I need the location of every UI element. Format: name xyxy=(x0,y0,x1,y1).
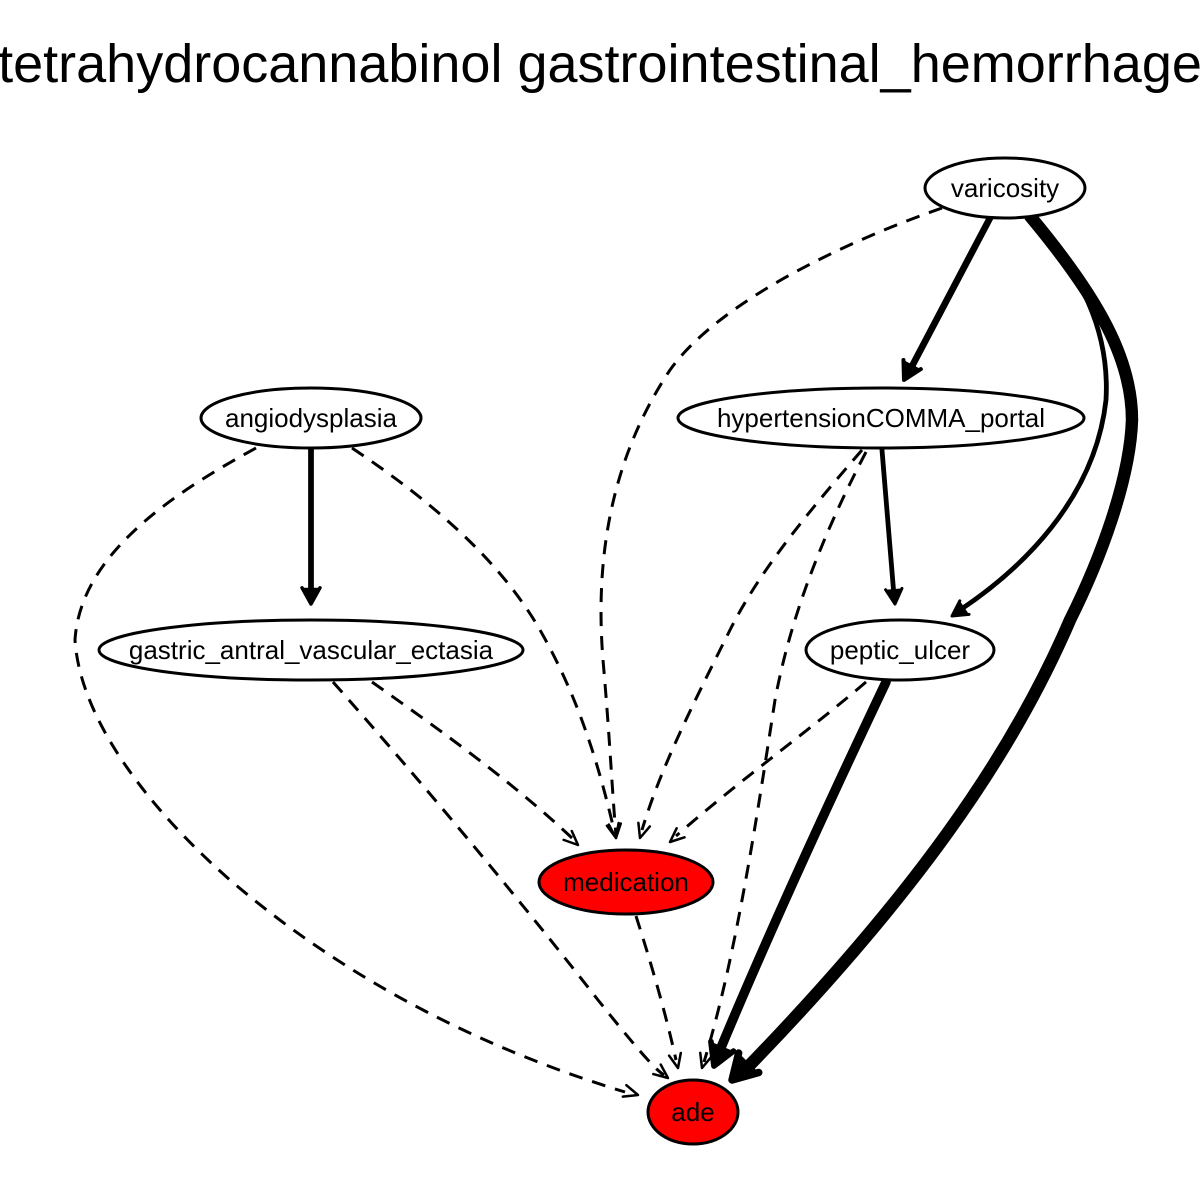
arrowhead-icon xyxy=(605,821,620,840)
node-label: angiodysplasia xyxy=(225,403,398,433)
node-label: hypertensionCOMMA_portal xyxy=(717,403,1045,433)
arrowhead-icon xyxy=(884,586,904,606)
edge-line xyxy=(634,915,678,1061)
nodes-layer: varicosity angiodysplasia hypertensionCOMM… xyxy=(97,156,1087,1146)
node-ellipse xyxy=(199,386,423,450)
arrowhead-icon xyxy=(621,1083,640,1098)
node-ellipse xyxy=(923,156,1087,220)
edge-line xyxy=(351,446,616,831)
node-ellipse xyxy=(804,618,996,682)
edge-angiodysplasia-to-ade xyxy=(73,446,640,1098)
node-varicosity: varicosity xyxy=(923,156,1087,220)
edge-line xyxy=(738,209,1139,1077)
edge-hypertension_portal-to-medication xyxy=(637,449,864,840)
edge-hypertension_portal-to-ade xyxy=(699,451,868,1070)
node-angiodysplasia: angiodysplasia xyxy=(199,386,423,450)
edge-angiodysplasia-to-medication xyxy=(351,446,620,840)
edge-varicosity-to-hypertension_portal xyxy=(901,214,994,383)
arrowhead-icon xyxy=(652,1063,670,1080)
arrowhead-icon xyxy=(950,599,971,618)
arrowhead-icon xyxy=(708,1038,737,1069)
diagram-title: tetrahydrocannabinol gastrointestinal_he… xyxy=(0,34,1200,94)
node-label: varicosity xyxy=(951,173,1059,203)
node-ellipse xyxy=(646,1078,740,1146)
edge-line xyxy=(640,449,864,831)
node-ellipse xyxy=(97,618,525,682)
node-label: gastric_antral_vascular_ectasia xyxy=(129,635,494,665)
edge-medication-to-ade xyxy=(634,915,683,1070)
node-label: peptic_ulcer xyxy=(830,635,971,665)
edge-line xyxy=(879,447,897,599)
edge-angiodysplasia-to-gave xyxy=(300,447,322,606)
edge-peptic_ulcer-to-ade xyxy=(708,677,891,1069)
arrowhead-icon xyxy=(637,821,652,840)
arrowhead-icon xyxy=(668,827,686,844)
edge-varicosity-to-ade xyxy=(728,209,1139,1084)
node-label: medication xyxy=(563,867,689,897)
node-hypertension_portal: hypertensionCOMMA_portal xyxy=(676,386,1086,450)
edge-line xyxy=(906,214,994,374)
node-ade: ade xyxy=(646,1078,740,1146)
edge-gave-to-medication xyxy=(371,680,580,847)
node-gave: gastric_antral_vascular_ectasia xyxy=(97,618,525,682)
edge-line xyxy=(73,446,626,1094)
arrowhead-icon xyxy=(667,1051,683,1070)
edge-line xyxy=(599,206,943,836)
edge-gave-to-ade xyxy=(331,681,670,1080)
node-medication: medication xyxy=(537,848,715,916)
edge-varicosity-to-medication xyxy=(599,206,943,840)
node-ellipse xyxy=(676,386,1086,450)
edge-hypertension_portal-to-peptic_ulcer xyxy=(879,447,904,606)
edge-peptic_ulcer-to-medication xyxy=(668,680,867,844)
edge-line xyxy=(715,677,891,1055)
edge-line xyxy=(371,680,574,840)
arrowhead-icon xyxy=(901,357,923,383)
arrowhead-icon xyxy=(300,586,322,606)
arrowhead-icon xyxy=(562,829,580,847)
node-peptic_ulcer: peptic_ulcer xyxy=(804,618,996,682)
arrowhead-icon xyxy=(728,1049,763,1084)
node-ellipse xyxy=(537,848,715,916)
edges-layer xyxy=(73,206,1139,1098)
arrowhead-icon xyxy=(699,1051,714,1070)
edge-line xyxy=(702,451,868,1063)
node-label: ade xyxy=(671,1097,714,1127)
edge-line xyxy=(331,681,665,1077)
edge-line xyxy=(675,680,867,838)
